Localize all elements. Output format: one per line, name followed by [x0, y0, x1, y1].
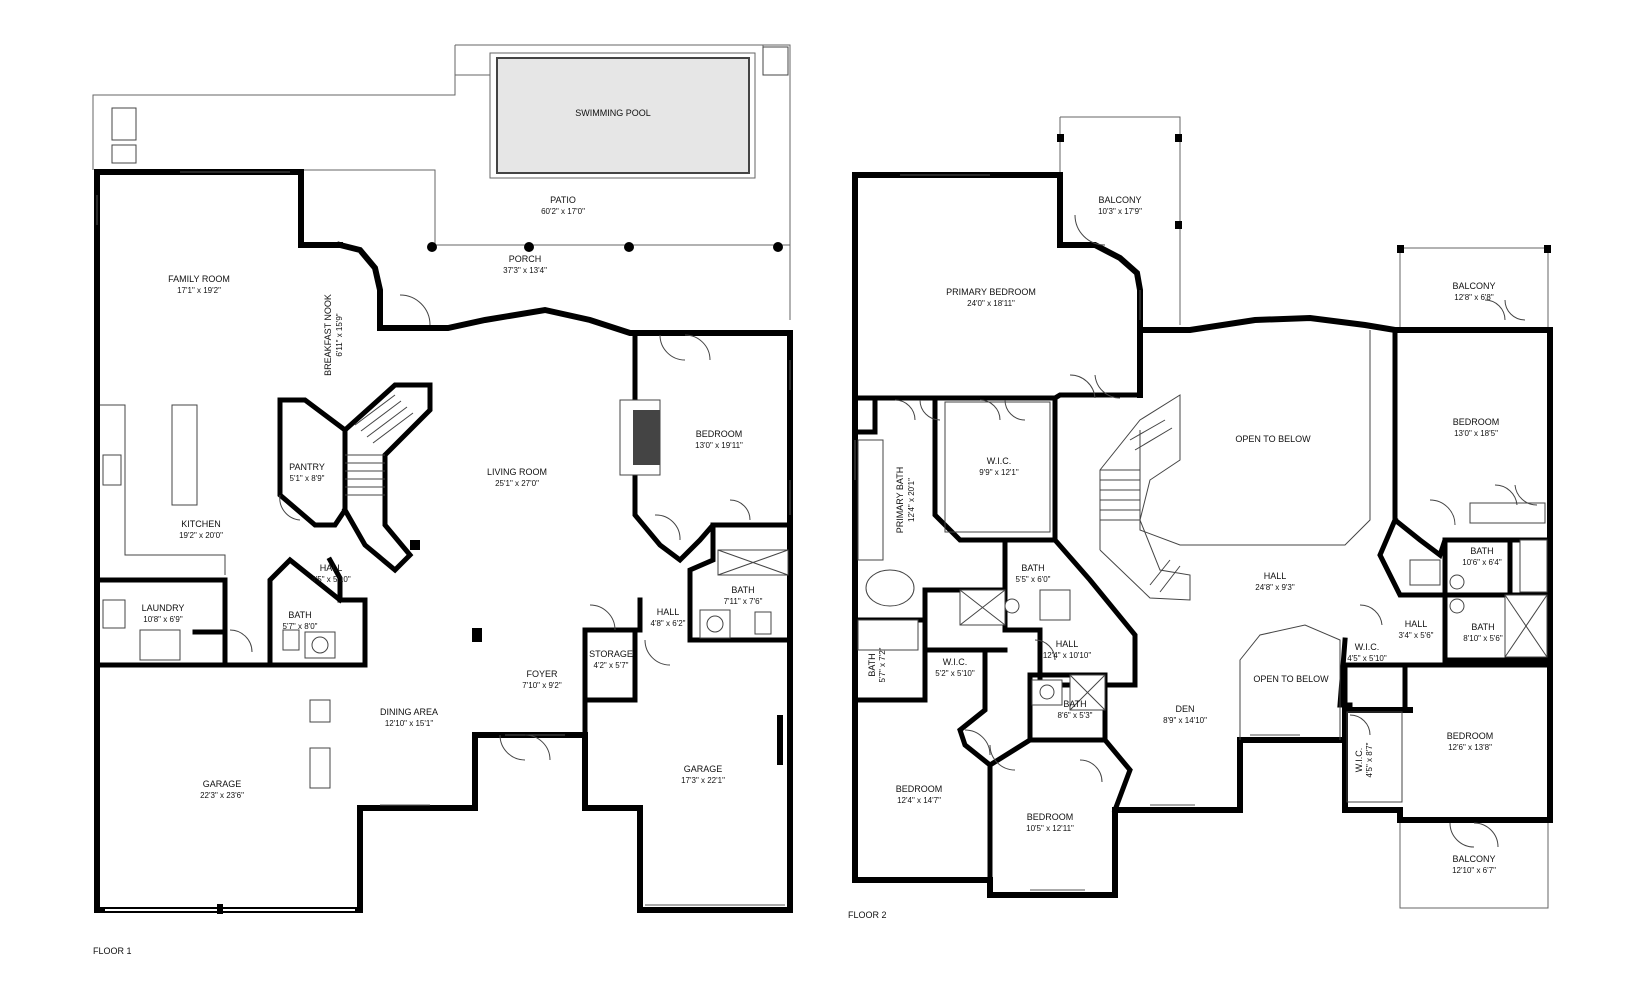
primary-bath-dims: 12'4" x 20'1" [907, 478, 916, 522]
wic-d-dims: 4'5" x 8'7" [1365, 742, 1374, 777]
hall-b-name: HALL [657, 607, 680, 617]
bedroom-name: BEDROOM [696, 429, 743, 439]
bath-a-dims: 5'7" x 8'0" [283, 622, 318, 631]
den-name: DEN [1175, 704, 1194, 714]
living-room-name: LIVING ROOM [487, 467, 547, 477]
hall-c-name-f2: HALL [1056, 639, 1079, 649]
wic-a-name: W.I.C. [987, 456, 1012, 466]
open-to-below-a: OPEN TO BELOW [1235, 434, 1311, 444]
balcony-c-dims: 12'10" x 6'7" [1452, 866, 1496, 875]
balcony-a-name: BALCONY [1098, 195, 1141, 205]
laundry-name: LAUNDRY [142, 603, 185, 613]
garage-a-name: GARAGE [203, 779, 242, 789]
hall-b-name-f2: HALL [1405, 619, 1428, 629]
wic-a-dims: 9'9" x 12'1" [979, 468, 1019, 477]
pantry-dims: 5'1" x 8'9" [290, 474, 325, 483]
bedroom-c-name-f2: BEDROOM [896, 784, 943, 794]
bedroom-c-dims-f2: 12'4" x 14'7" [897, 796, 941, 805]
porch-dims: 37'3" x 13'4" [503, 266, 547, 275]
floor-2-plan [852, 116, 1553, 909]
hall-a-dims: 4'5" x 5'10" [311, 575, 351, 584]
family-room-dims: 17'1" x 19'2" [177, 286, 221, 295]
floor-1-plan [92, 44, 793, 914]
garage-a-dims: 22'3" x 23'6" [200, 791, 244, 800]
bath-c-dims-f2: 8'10" x 5'6" [1463, 634, 1503, 643]
kitchen-dims: 19'2" x 20'0" [179, 531, 223, 540]
primary-bath-name: PRIMARY BATH [895, 467, 905, 534]
primary-bedroom-name: PRIMARY BEDROOM [946, 287, 1036, 297]
bath-b-dims: 7'11" x 7'6" [724, 597, 763, 606]
patio-dims: 60'2" x 17'0" [541, 207, 585, 216]
bath-d-name-f2: BATH [867, 653, 877, 676]
patio-name: PATIO [550, 195, 576, 205]
floor-2-labels: BALCONY 10'3" x 17'9" PRIMARY BEDROOM 24… [848, 195, 1503, 920]
wic-b-dims: 5'2" x 5'10" [935, 669, 975, 678]
laundry-dims: 10'8" x 6'9" [143, 615, 183, 624]
bath-b-name: BATH [731, 585, 754, 595]
porch-name: PORCH [509, 254, 542, 264]
bath-a-dims-f2: 10'6" x 6'4" [1462, 558, 1502, 567]
balcony-a-dims: 10'3" x 17'9" [1098, 207, 1142, 216]
garage-b-name: GARAGE [684, 764, 723, 774]
foyer-dims: 7'10" x 9'2" [522, 681, 562, 690]
bedroom-a-dims: 13'0" x 18'5" [1454, 429, 1498, 438]
hall-a-dims-f2: 24'8" x 9'3" [1255, 583, 1295, 592]
floor-2-label: FLOOR 2 [848, 910, 887, 920]
family-room-name: FAMILY ROOM [168, 274, 230, 284]
bath-a-name-f2: BATH [1470, 546, 1493, 556]
breakfast-nook-dims: 6'11" x 15'9" [335, 313, 344, 356]
foyer-name: FOYER [526, 669, 558, 679]
living-room-dims: 25'1" x 27'0" [495, 479, 539, 488]
bath-a-name: BATH [288, 610, 311, 620]
balcony-b-dims: 12'8" x 6'8" [1454, 293, 1494, 302]
hall-a-name-f2: HALL [1264, 571, 1287, 581]
den-dims: 8'9" x 14'10" [1163, 716, 1207, 725]
bath-e-dims-f2: 8'6" x 5'3" [1058, 711, 1093, 720]
hall-b-dims-f2: 3'4" x 5'6" [1399, 631, 1434, 640]
bath-b-name-f2: BATH [1021, 563, 1044, 573]
wic-b-name: W.I.C. [943, 657, 968, 667]
bath-e-name-f2: BATH [1063, 699, 1086, 709]
breakfast-nook-name: BREAKFAST NOOK [323, 294, 333, 376]
floor-1-labels: SWIMMING POOL PATIO 60'2" x 17'0" PORCH … [93, 108, 763, 956]
bedroom-dims: 13'0" x 19'11" [695, 441, 743, 450]
hall-b-dims: 4'8" x 6'2" [651, 619, 686, 628]
storage-name: STORAGE [589, 649, 633, 659]
hall-a-name: HALL [320, 563, 343, 573]
balcony-b-name: BALCONY [1452, 281, 1495, 291]
bedroom-d-dims-f2: 10'5" x 12'11" [1026, 824, 1074, 833]
floor-1-label: FLOOR 1 [93, 946, 132, 956]
garage-b-dims: 17'3" x 22'1" [681, 776, 725, 785]
wic-c-name: W.I.C. [1355, 642, 1380, 652]
bath-d-dims-f2: 5'7" x 7'2" [878, 647, 887, 682]
pantry-name: PANTRY [289, 462, 325, 472]
dining-area-dims: 12'10" x 15'1" [385, 719, 433, 728]
storage-dims: 4'2" x 5'7" [594, 661, 629, 670]
bedroom-a-name: BEDROOM [1453, 417, 1500, 427]
bath-c-name-f2: BATH [1471, 622, 1494, 632]
balcony-c-name: BALCONY [1452, 854, 1495, 864]
hall-c-dims-f2: 12'4" x 10'10" [1043, 651, 1091, 660]
open-to-below-b: OPEN TO BELOW [1253, 674, 1329, 684]
swimming-pool [496, 57, 750, 174]
bedroom-b-name-f2: BEDROOM [1447, 731, 1494, 741]
wic-c-dims: 4'5" x 5'10" [1347, 654, 1387, 663]
bath-b-dims-f2: 5'5" x 6'0" [1016, 575, 1051, 584]
primary-bedroom-dims: 24'0" x 18'11" [967, 299, 1015, 308]
dining-area-name: DINING AREA [380, 707, 438, 717]
kitchen-name: KITCHEN [181, 519, 221, 529]
pool-name: SWIMMING POOL [575, 108, 651, 118]
bedroom-b-dims-f2: 12'6" x 13'8" [1448, 743, 1492, 752]
wic-d-name: W.I.C. [1354, 748, 1364, 773]
bedroom-d-name-f2: BEDROOM [1027, 812, 1074, 822]
